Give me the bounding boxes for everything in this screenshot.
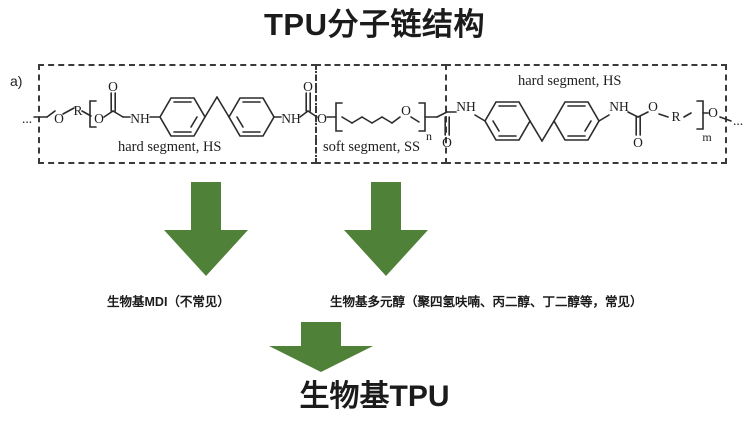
atom-ellipsis-left: ... — [22, 111, 32, 126]
arrow-down-to-bio-polyol — [344, 182, 428, 276]
panel-label-a: a) — [10, 73, 23, 89]
soft-segment-caption: soft segment, SS — [323, 139, 421, 155]
label-bio-polyol: 生物基多元醇（聚四氢呋喃、丙二醇、丁二醇等，常见） — [330, 295, 643, 309]
atom-r-2: R — [671, 109, 680, 124]
atom-o-6: O — [708, 105, 718, 120]
atom-nh-1: NH — [130, 111, 150, 126]
atom-nh-3: NH — [456, 99, 476, 114]
atom-o-carbonyl-4: O — [633, 135, 643, 150]
atom-o-carbonyl-1: O — [108, 79, 118, 94]
chemical-structure-drawing: ... O R O O NH NH O O O n O NH NH O O R … — [22, 79, 743, 150]
atom-o-4: O — [401, 103, 411, 118]
hard-segment-right-box — [445, 64, 727, 164]
subscript-n: n — [426, 129, 432, 143]
atom-nh-4: NH — [609, 99, 629, 114]
bottom-title: 生物基TPU — [299, 380, 450, 413]
page-title: TPU分子链结构 — [264, 7, 485, 42]
hard-segment-left-caption: hard segment, HS — [118, 139, 222, 155]
atom-nh-2: NH — [281, 111, 301, 126]
arrow-down-to-bio-tpu — [269, 322, 373, 372]
tpu-chain-structure-figure: a) hard segment, HS soft segment, SS har… — [0, 55, 749, 173]
arrow-down-to-bio-mdi — [164, 182, 248, 276]
atom-o-carbonyl-2: O — [303, 79, 313, 94]
hard-segment-right-caption: hard segment, HS — [518, 73, 622, 89]
atom-o-5: O — [648, 99, 658, 114]
atom-o-1: O — [54, 111, 64, 126]
atom-o-3: O — [317, 111, 327, 126]
atom-o-carbonyl-3: O — [442, 135, 452, 150]
atom-ellipsis-right: ... — [733, 113, 743, 128]
subscript-m: m — [702, 130, 712, 144]
atom-r-1: R — [73, 103, 82, 118]
atom-o-2: O — [94, 111, 104, 126]
label-bio-mdi: 生物基MDI（不常见） — [107, 295, 230, 309]
